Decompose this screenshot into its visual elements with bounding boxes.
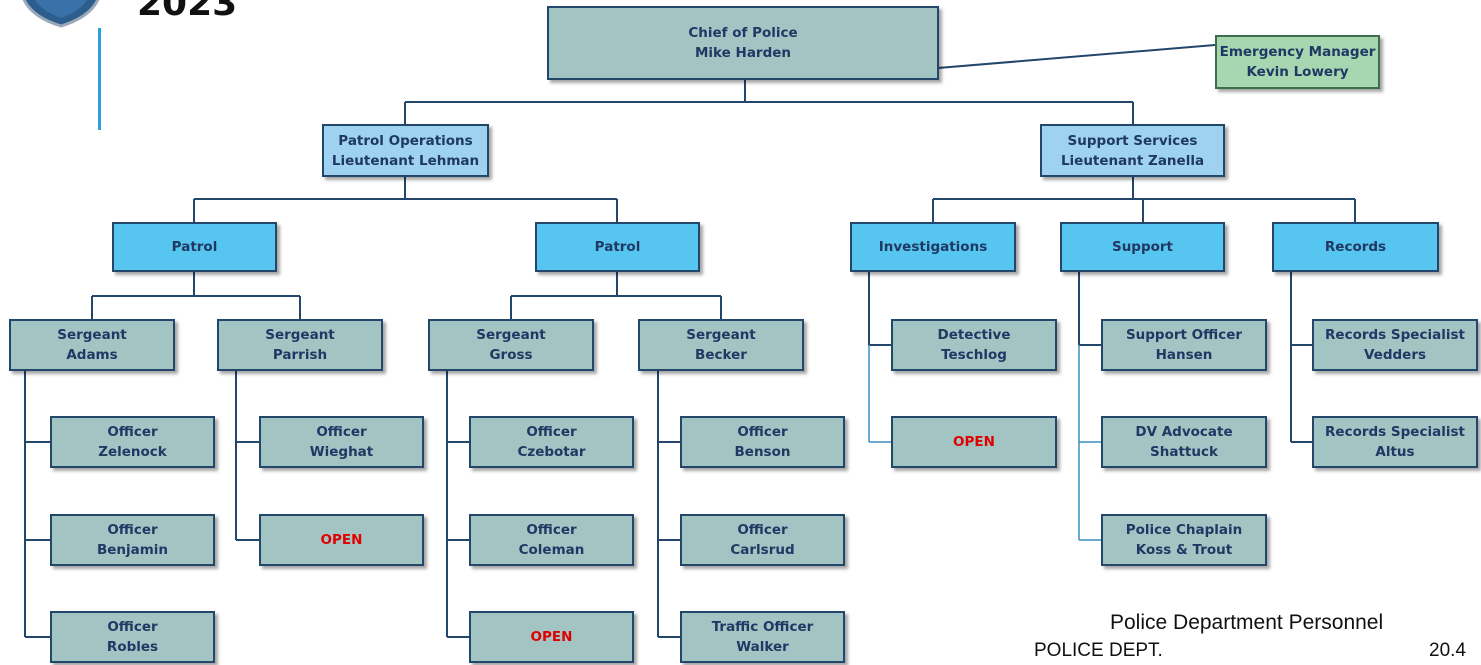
footer-dept: POLICE DEPT.: [1034, 640, 1163, 661]
node-investigations: Investigations: [850, 222, 1016, 272]
connector-line: [1078, 272, 1101, 346]
header-accent-line: [98, 28, 101, 130]
node-support: Support: [1060, 222, 1225, 272]
connector-line: [868, 345, 891, 443]
connector-line: [24, 371, 50, 638]
connector-line: [446, 371, 469, 638]
connector-line: [932, 177, 1356, 222]
connector-line: [1078, 345, 1101, 541]
node-open-position-parrish: OPEN: [259, 514, 424, 566]
connector-line: [657, 371, 680, 638]
footer-title: Police Department Personnel: [1110, 611, 1384, 634]
connector-line: [510, 272, 722, 319]
police-badge-logo-icon: [22, 0, 100, 28]
node-patrol-2: Patrol: [535, 222, 700, 272]
connector-line: [868, 272, 891, 346]
node-open-position-investigations: OPEN: [891, 416, 1057, 468]
header-year: 2023: [137, 0, 238, 24]
connector-line: [91, 272, 301, 319]
node-open-position-gross: OPEN: [469, 611, 634, 663]
connector-line: [937, 44, 1216, 69]
connector-line: [193, 177, 618, 222]
node-patrol-1: Patrol: [112, 222, 277, 272]
footer-page-number: 20.4: [1429, 640, 1466, 661]
connector-line: [235, 371, 259, 541]
node-records: Records: [1272, 222, 1439, 272]
connector-line: [404, 80, 1134, 124]
connector-line: [1290, 272, 1312, 443]
